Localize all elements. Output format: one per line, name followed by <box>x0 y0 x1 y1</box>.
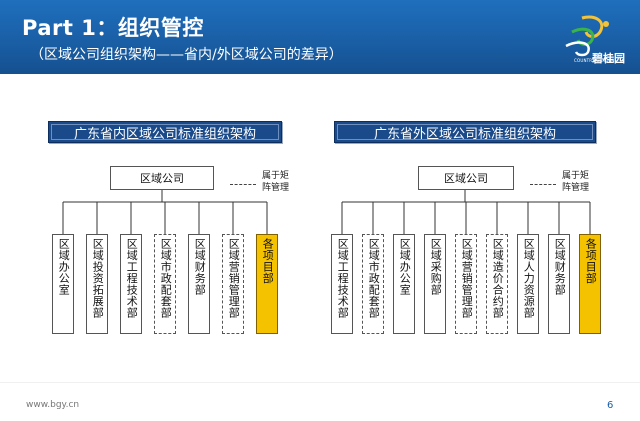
right-unit-2: 区域办公室 <box>393 234 415 334</box>
left-unit-1: 区域投资拓展部 <box>86 234 108 334</box>
left-unit-0: 区域办公室 <box>52 234 74 334</box>
left-chart-title: 广东省内区域公司标准组织架构 <box>48 121 282 143</box>
right-unit-1: 区域市政配套部 <box>362 234 384 334</box>
page-title: Part 1：组织管控 <box>22 16 204 40</box>
left-matrix-note: 属于矩 阵管理 <box>262 170 289 194</box>
right-root-node: 区域公司 <box>418 166 514 190</box>
footer-divider <box>0 382 640 383</box>
right-unit-8: 各项目部 <box>579 234 601 334</box>
right-unit-7: 区域财务部 <box>548 234 570 334</box>
right-note-line1: 属于矩 <box>562 171 590 181</box>
country-garden-logo-icon <box>565 15 609 57</box>
right-note-line2: 阵管理 <box>562 183 590 193</box>
header-banner: Part 1：组织管控 （区域公司组织架构——省内/外区域公司的差异） <box>0 0 640 74</box>
left-unit-3: 区域市政配套部 <box>154 234 176 334</box>
left-unit-5: 区域营销管理部 <box>222 234 244 334</box>
left-connectors <box>62 190 268 234</box>
left-unit-6: 各项目部 <box>256 234 278 334</box>
right-unit-3: 区域采购部 <box>424 234 446 334</box>
right-matrix-note: 属于矩 阵管理 <box>562 170 589 194</box>
left-root-node: 区域公司 <box>110 166 214 190</box>
logo-brand-text: 碧桂园 <box>592 52 625 65</box>
page-number: 6 <box>607 400 614 411</box>
right-connectors <box>341 190 591 234</box>
left-matrix-dash <box>230 184 256 185</box>
left-unit-4: 区域财务部 <box>188 234 210 334</box>
right-unit-0: 区域工程技术部 <box>331 234 353 334</box>
right-unit-5: 区域造价合约部 <box>486 234 508 334</box>
left-note-line1: 属于矩 <box>262 171 290 181</box>
right-unit-6: 区域人力资源部 <box>517 234 539 334</box>
right-matrix-dash <box>530 184 556 185</box>
left-note-line2: 阵管理 <box>262 183 290 193</box>
right-unit-4: 区域营销管理部 <box>455 234 477 334</box>
footer-url: www.bgy.cn <box>26 400 80 410</box>
logo-small-text: COUNTRY GARDEN <box>574 58 615 63</box>
left-unit-2: 区域工程技术部 <box>120 234 142 334</box>
page-subtitle: （区域公司组织架构——省内/外区域公司的差异） <box>30 47 343 63</box>
right-chart-title: 广东省外区域公司标准组织架构 <box>334 121 596 143</box>
